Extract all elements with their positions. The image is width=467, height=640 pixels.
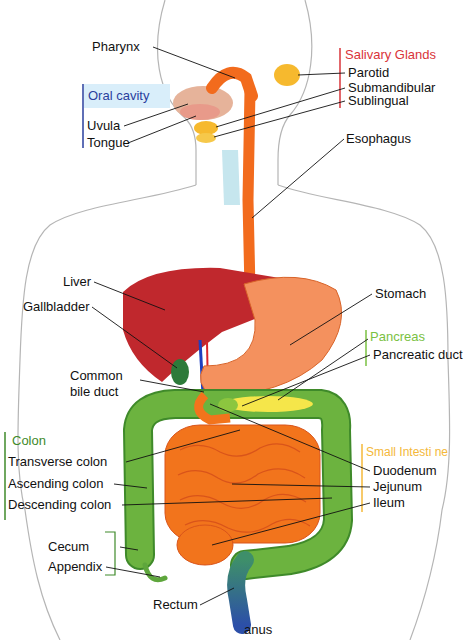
bracket bbox=[82, 84, 84, 148]
label-highlight bbox=[84, 84, 170, 108]
bracket bbox=[365, 330, 367, 366]
submandibular-gland bbox=[194, 121, 218, 135]
esophagus bbox=[248, 90, 250, 290]
sublingual-gland bbox=[196, 133, 216, 143]
leader-lines bbox=[92, 47, 372, 605]
organ-label: Duodenum bbox=[373, 463, 437, 479]
organ-label: Ileum bbox=[373, 495, 405, 511]
organ-label: Liver bbox=[63, 274, 91, 290]
organ-label: Pharynx bbox=[92, 39, 140, 55]
parotid-gland bbox=[274, 64, 300, 86]
organ-label: Small Intesti ne bbox=[366, 444, 448, 460]
organ-label: Transverse colon bbox=[8, 454, 107, 470]
organ-label: Pancreatic duct bbox=[373, 347, 463, 363]
stomach bbox=[200, 277, 341, 396]
organ-label: Descending colon bbox=[8, 497, 111, 513]
organ-label: Stomach bbox=[375, 286, 426, 302]
organ-label: Sublingual bbox=[348, 93, 409, 109]
body-outline bbox=[18, 0, 450, 640]
intestine-folds bbox=[178, 444, 310, 532]
tongue bbox=[180, 104, 220, 120]
rectum bbox=[236, 560, 245, 625]
bracket bbox=[339, 48, 341, 108]
organ-label: Appendix bbox=[48, 559, 102, 575]
organ-label: Ascending colon bbox=[8, 476, 103, 492]
organ-label: anus bbox=[244, 622, 272, 638]
small-intestine bbox=[165, 425, 320, 565]
organ-label: Oral cavity bbox=[88, 88, 149, 104]
organ-label: Tongue bbox=[87, 135, 130, 151]
organ-label: Colon bbox=[12, 433, 46, 449]
organ-label: Jejunum bbox=[373, 479, 422, 495]
organ-label: Common bile duct bbox=[70, 368, 142, 400]
organ-label: Cecum bbox=[48, 539, 89, 555]
oral-cavity bbox=[173, 86, 233, 120]
trachea bbox=[222, 150, 240, 205]
organ-label: Esophagus bbox=[346, 131, 411, 147]
bracket bbox=[4, 432, 6, 520]
organ-label: Uvula bbox=[87, 118, 120, 134]
bracket bbox=[361, 444, 363, 512]
organ-label: Parotid bbox=[348, 65, 389, 81]
organ-label: Pancreas bbox=[370, 329, 425, 345]
gallbladder bbox=[171, 359, 189, 385]
organ-label: Salivary Glands bbox=[345, 47, 436, 63]
appendix bbox=[145, 565, 165, 580]
organ-label: Rectum bbox=[153, 597, 198, 613]
organ-label: Gallbladder bbox=[23, 299, 90, 315]
pancreas-head bbox=[218, 398, 238, 412]
